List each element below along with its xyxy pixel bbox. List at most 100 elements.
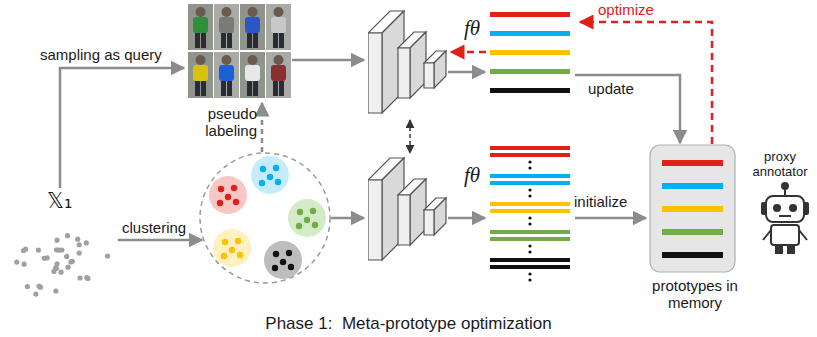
- drawing-part: [312, 222, 318, 228]
- drawing-part: [227, 81, 232, 96]
- drawing-part: [490, 69, 570, 74]
- robot-icon: [762, 183, 808, 253]
- layer-face: [398, 48, 410, 98]
- drawing-part: [448, 217, 485, 220]
- data-points: [14, 233, 110, 297]
- query-features: [490, 12, 570, 93]
- drawing-part: [77, 275, 82, 280]
- drawing-part: [237, 252, 243, 258]
- encoder-block: fθ: [368, 155, 488, 265]
- drawing-part: [575, 217, 646, 220]
- drawing-part: [296, 223, 302, 229]
- drawing-part: [219, 65, 234, 81]
- drawing-part: [773, 204, 781, 212]
- drawing-part: [490, 174, 570, 178]
- drawing-part: [188, 52, 213, 98]
- drawing-part: [214, 52, 239, 98]
- drawing-part: [528, 222, 531, 225]
- drawing-part: [70, 259, 75, 264]
- drawing-part: [195, 33, 200, 48]
- drawing-part: [528, 194, 531, 197]
- drawing-part: [288, 264, 294, 270]
- query-images: [188, 4, 291, 98]
- drawing-part: [253, 81, 258, 96]
- drawing-part: [490, 31, 570, 36]
- drawing-part: [490, 50, 570, 55]
- drawing-part: [219, 17, 234, 33]
- drawing-part: [201, 33, 206, 48]
- drawing-part: [65, 233, 70, 238]
- layer-face: [434, 51, 446, 88]
- drawing-part: [188, 4, 213, 50]
- drawing-part: [779, 215, 791, 217]
- drawing-part: [580, 22, 712, 144]
- annotation: update: [588, 80, 634, 97]
- drawing-part: [490, 153, 570, 157]
- cluster-region: [200, 153, 330, 283]
- cluster-features: [490, 146, 570, 282]
- memory-box: prototypes in memory: [640, 142, 750, 314]
- drawing-part: [247, 81, 252, 96]
- drawing-part: [188, 4, 213, 50]
- drawing-part: [251, 156, 289, 194]
- drawing-part: [280, 259, 286, 265]
- drawing-part: [221, 33, 226, 48]
- drawing-part: [33, 292, 38, 297]
- drawing-part: [247, 33, 252, 48]
- prototype-bar: [662, 160, 723, 166]
- layer-face: [368, 33, 382, 113]
- drawing-part: [235, 238, 241, 244]
- drawing-part: [222, 239, 228, 245]
- drawing-part: [264, 241, 302, 279]
- prototype-bar: [662, 229, 723, 235]
- drawing-part: [271, 17, 286, 33]
- drawing-part: [490, 258, 570, 282]
- annotation: initialize: [574, 193, 627, 210]
- drawing-part: [771, 225, 799, 245]
- drawing-part: [273, 81, 278, 96]
- layer-face: [368, 180, 382, 260]
- drawing-part: [272, 265, 278, 271]
- drawing-part: [248, 7, 258, 17]
- drawing-part: [36, 247, 41, 252]
- drawing-part: [273, 251, 279, 257]
- annotation: optimize: [598, 1, 654, 18]
- drawing-part: [14, 259, 19, 264]
- drawing-part: [60, 68, 184, 188]
- drawing-part: [528, 278, 531, 281]
- drawing-part: [266, 52, 291, 98]
- drawing-part: [193, 65, 208, 81]
- drawing-part: [54, 261, 59, 266]
- drawing-part: [279, 81, 284, 96]
- drawing-part: [222, 55, 232, 65]
- drawing-part: [42, 256, 47, 261]
- drawing-part: [490, 202, 570, 226]
- drawing-part: [23, 247, 28, 252]
- drawing-part: [304, 217, 310, 223]
- drawing-part: [448, 71, 485, 74]
- drawing-part: [84, 275, 89, 280]
- drawing-part: [292, 59, 364, 62]
- drawing-part: [214, 4, 239, 50]
- drawing-part: [64, 254, 69, 259]
- drawing-part: [217, 200, 223, 206]
- drawing-part: [209, 176, 247, 214]
- drawing-part: [799, 230, 807, 240]
- drawing-part: [275, 179, 281, 185]
- drawing-part: [245, 17, 260, 33]
- drawing-part: [763, 230, 771, 240]
- drawing-part: [528, 188, 531, 191]
- drawing-part: [201, 81, 206, 96]
- drawing-part: [273, 33, 278, 48]
- drawing-part: [75, 237, 80, 242]
- drawing-part: [222, 7, 232, 17]
- drawing-part: [274, 7, 284, 17]
- drawing-part: [221, 253, 227, 259]
- drawing-part: [490, 181, 570, 185]
- drawing-part: [528, 272, 531, 275]
- drawing-part: [490, 230, 570, 254]
- drawing-part: [25, 284, 30, 289]
- drawing-part: [225, 194, 231, 200]
- drawing-part: [490, 265, 570, 269]
- drawing-part: [229, 247, 235, 253]
